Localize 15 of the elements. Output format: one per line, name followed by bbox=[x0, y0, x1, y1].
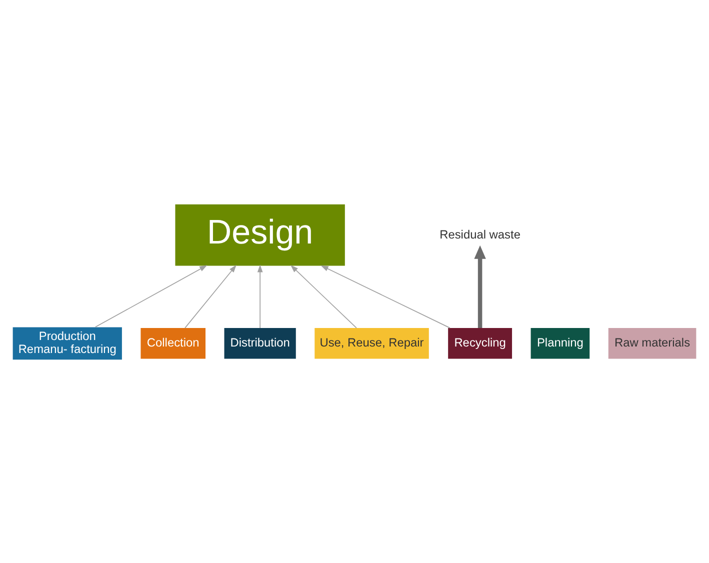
arrow bbox=[290, 264, 357, 328]
node-text: Residual waste bbox=[440, 226, 520, 241]
node-box: Collection bbox=[140, 328, 206, 358]
node-box: Raw materials bbox=[608, 328, 696, 358]
node-box: Production Remanu- facturing bbox=[12, 326, 122, 360]
node-box: Use, Reuse, Repair bbox=[314, 328, 429, 358]
arrow bbox=[474, 244, 486, 328]
arrow bbox=[94, 264, 208, 327]
node-box: Planning bbox=[530, 328, 590, 358]
node-box: Design bbox=[175, 204, 345, 266]
node-box: Recycling bbox=[448, 328, 512, 358]
arrow bbox=[184, 264, 236, 328]
node-box: Distribution bbox=[224, 328, 296, 358]
arrow bbox=[257, 264, 263, 328]
arrow bbox=[320, 264, 450, 328]
